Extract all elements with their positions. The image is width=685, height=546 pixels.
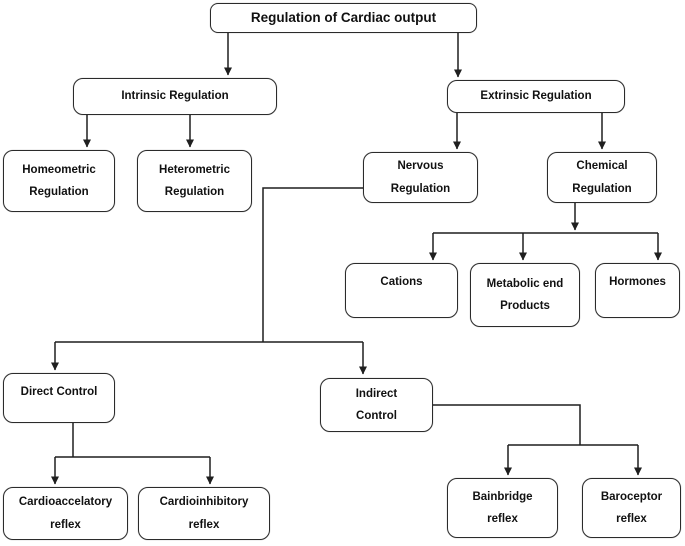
node-label: Chemical Regulation bbox=[572, 160, 632, 195]
node-label: Regulation of Cardiac output bbox=[250, 9, 437, 25]
node-label: Cardioaccelatory reflex bbox=[18, 496, 113, 531]
node-homeometric-regulation: Homeometric Regulation bbox=[3, 150, 115, 212]
edge-nervous-elbow bbox=[262, 187, 363, 342]
edge-indirect-elbow bbox=[433, 404, 581, 445]
node-label: Bainbridge reflex bbox=[472, 490, 533, 525]
node-label: Direct Control bbox=[20, 386, 98, 398]
node-cations: Cations bbox=[345, 263, 458, 318]
node-label: Cations bbox=[380, 276, 423, 288]
node-label: Intrinsic Regulation bbox=[121, 90, 229, 103]
node-label: Heterometric Regulation bbox=[159, 163, 230, 198]
node-intrinsic-regulation: Intrinsic Regulation bbox=[73, 78, 277, 115]
node-label: Extrinsic Regulation bbox=[480, 90, 592, 103]
node-cardioaccelatory-reflex: Cardioaccelatory reflex bbox=[3, 487, 128, 540]
node-cardioinhibitory-reflex: Cardioinhibitory reflex bbox=[138, 487, 270, 540]
node-label: Metabolic end Products bbox=[486, 277, 564, 312]
node-baroceptor-reflex: Baroceptor reflex bbox=[582, 478, 681, 538]
node-nervous-regulation: Nervous Regulation bbox=[363, 152, 478, 203]
node-chemical-regulation: Chemical Regulation bbox=[547, 152, 657, 203]
node-label: Indirect Control bbox=[355, 387, 398, 422]
node-metabolic-end-products: Metabolic end Products bbox=[470, 263, 580, 327]
node-regulation-of-cardiac-output: Regulation of Cardiac output bbox=[210, 3, 477, 33]
node-extrinsic-regulation: Extrinsic Regulation bbox=[447, 80, 625, 113]
node-label: Homeometric Regulation bbox=[22, 163, 96, 198]
node-indirect-control: Indirect Control bbox=[320, 378, 433, 432]
node-direct-control: Direct Control bbox=[3, 373, 115, 423]
node-heterometric-regulation: Heterometric Regulation bbox=[137, 150, 252, 212]
node-label: Hormones bbox=[609, 276, 666, 288]
node-label: Baroceptor reflex bbox=[600, 490, 663, 525]
node-label: Nervous Regulation bbox=[390, 160, 451, 195]
node-bainbridge-reflex: Bainbridge reflex bbox=[447, 478, 558, 538]
node-label: Cardioinhibitory reflex bbox=[159, 496, 249, 531]
node-hormones: Hormones bbox=[595, 263, 680, 318]
